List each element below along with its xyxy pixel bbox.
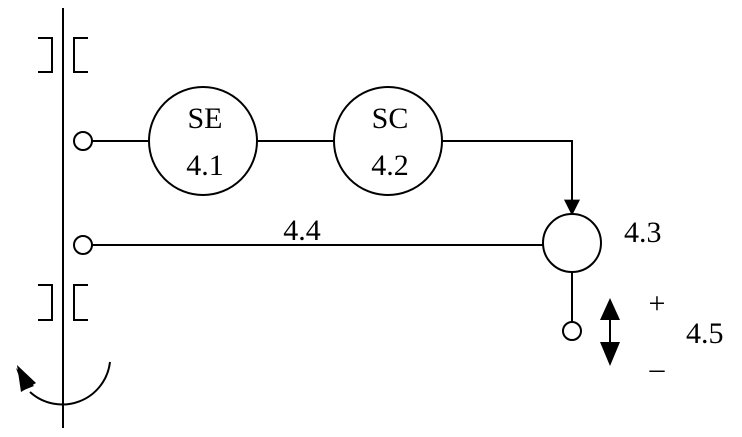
output-node xyxy=(562,321,582,341)
controller-code: SC xyxy=(372,102,409,135)
minus-sign: – xyxy=(649,352,666,385)
adjust-label: 4.5 xyxy=(686,317,724,350)
rotation-arrow-icon xyxy=(16,361,111,406)
tap-point-upper xyxy=(73,131,93,151)
feedback-line-label: 4.4 xyxy=(283,214,321,247)
upper-bearing-icon xyxy=(38,37,88,73)
signal-line-to-actuator xyxy=(442,140,580,216)
sensor-element: SE 4.1 xyxy=(148,86,258,196)
controller-number: 4.2 xyxy=(371,149,409,182)
tap-point-lower xyxy=(73,235,93,255)
adjust-double-arrow-icon xyxy=(600,298,620,366)
sensor-number: 4.1 xyxy=(186,149,224,182)
sensor-code: SE xyxy=(187,102,222,135)
controller-element: SC 4.2 xyxy=(333,86,443,196)
actuator-label: 4.3 xyxy=(624,216,662,249)
actuator-circle xyxy=(542,213,602,273)
plus-sign: + xyxy=(649,287,666,320)
lower-bearing-icon xyxy=(38,284,88,321)
